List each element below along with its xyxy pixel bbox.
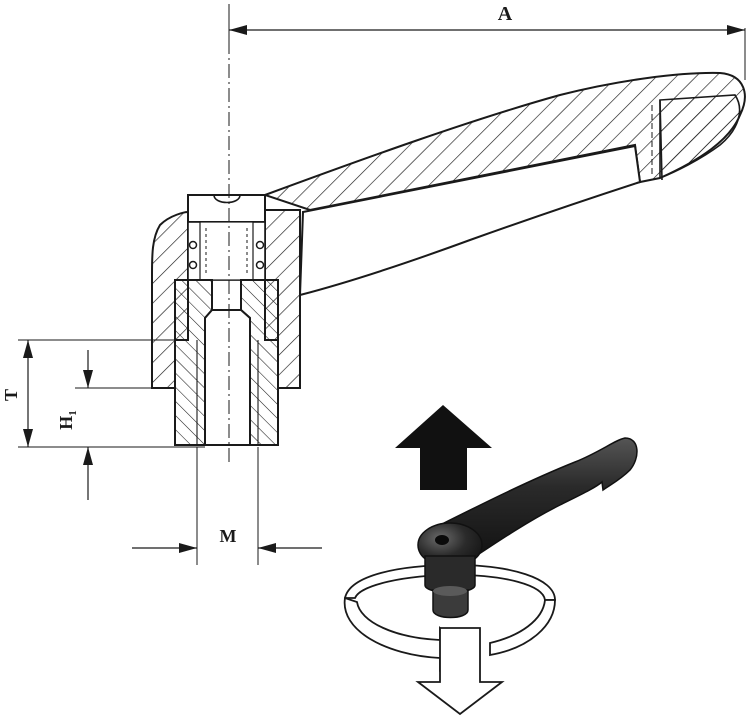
dimension-t-label: T xyxy=(1,389,21,401)
dimension-h1: H1 xyxy=(56,350,175,500)
dimension-h1-label: H1 xyxy=(56,410,79,430)
dimension-t: T xyxy=(1,339,205,448)
pull-up-arrow-icon xyxy=(395,405,492,490)
dimension-m-label: M xyxy=(220,526,237,546)
dimension-a-label: A xyxy=(498,3,513,25)
rotation-arrow-tail-right xyxy=(489,599,556,657)
dimension-a: A xyxy=(228,3,746,80)
clamping-lever-icon xyxy=(417,437,638,619)
dimension-m: M xyxy=(132,447,322,565)
hub-section xyxy=(151,194,301,446)
lever-arm-section xyxy=(261,71,746,297)
push-down-arrow-icon xyxy=(415,627,505,716)
